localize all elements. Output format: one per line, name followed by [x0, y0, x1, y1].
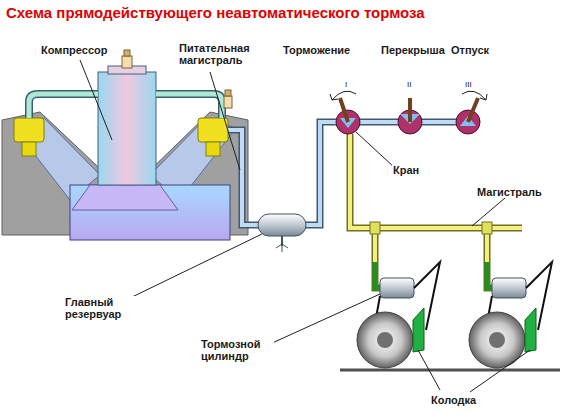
- part-label: Главный резервуар: [64, 296, 138, 320]
- part-label: Торможение: [282, 44, 351, 56]
- part-label: Отпуск: [450, 44, 490, 56]
- main-reservoir: [258, 214, 306, 252]
- position-number: I: [344, 80, 348, 89]
- brake-unit: [340, 262, 560, 370]
- part-label: Компрессор: [40, 44, 108, 56]
- part-label: Питательная магистраль: [178, 42, 262, 66]
- position-number: III: [464, 80, 473, 89]
- diagram-title: Схема прямодействующего неавтоматическог…: [6, 4, 425, 21]
- compressor: [2, 50, 248, 240]
- part-label: Колодка: [430, 394, 477, 406]
- part-label: Тормозной цилиндр: [200, 338, 274, 362]
- leader-lines: [80, 60, 530, 392]
- part-label: Кран: [392, 164, 420, 176]
- driver-crane: [330, 91, 487, 134]
- part-label: Магистраль: [476, 186, 543, 198]
- part-label: Перекрыша: [380, 44, 446, 56]
- position-number: II: [406, 80, 412, 89]
